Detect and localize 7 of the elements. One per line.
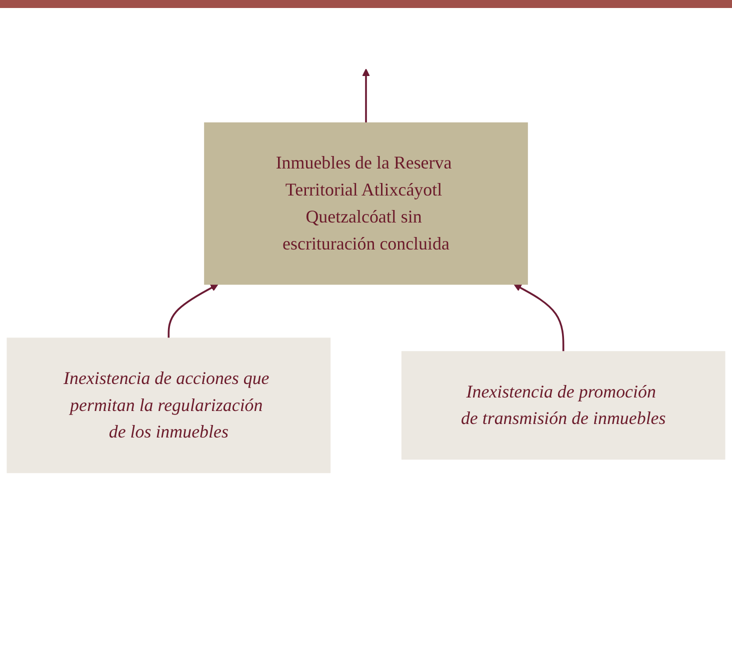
arrow: [362, 68, 370, 123]
node-box: [401, 351, 726, 460]
arrow: [168, 284, 218, 338]
arrow: [514, 284, 564, 352]
node-box: [204, 122, 528, 285]
node-box: [6, 338, 331, 474]
problem-tree-diagram: Inmuebles de la Reserva Territorial Atlixcáyotl Quetzalcóatl sin escrituración concluida Inexistencia de acciones que permitan la regularización de los inmuebles Inexistencia de promoción de transmisión de inmuebles: [0, 8, 732, 480]
